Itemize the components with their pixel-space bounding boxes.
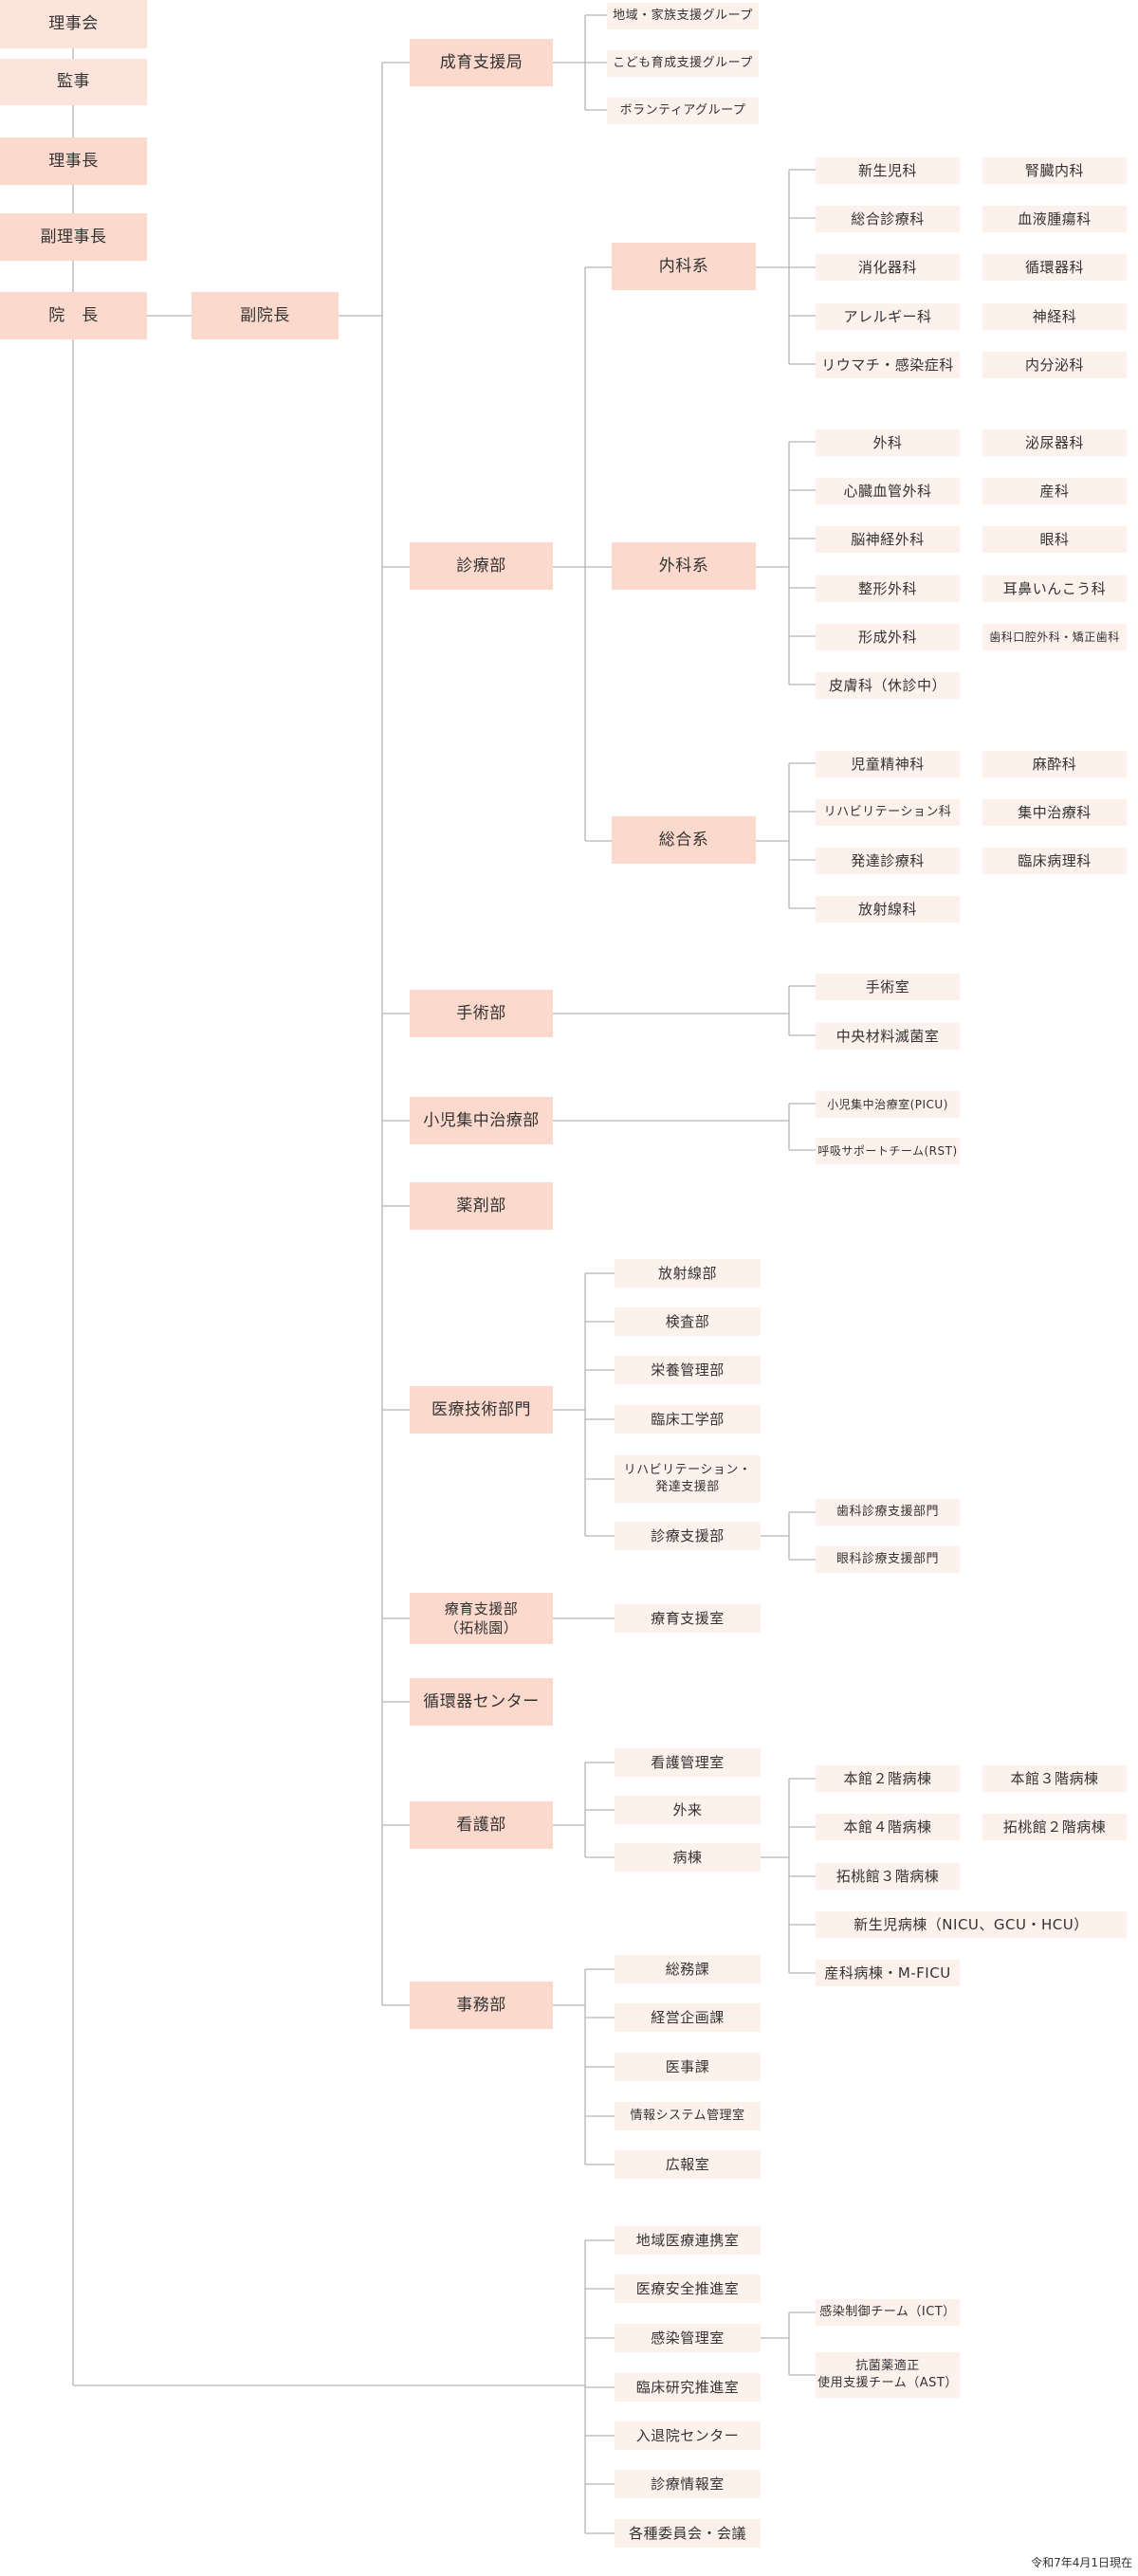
ward-item: 本館２階病棟 — [816, 1765, 960, 1792]
specialty-item: 耳鼻いんこう科 — [982, 575, 1127, 602]
office-item: 医療安全推進室 — [615, 2275, 761, 2303]
specialty-item: 児童精神科 — [816, 751, 960, 777]
med-tech-item: リハビリテーション・ 発達支援部 — [615, 1455, 761, 1503]
specialty-item: 皮膚科（休診中） — [816, 672, 960, 699]
ward-item: 産科病棟・M-FICU — [816, 1960, 960, 1986]
office-item: 地域医療連携室 — [615, 2226, 761, 2255]
nursing-item: 病棟 — [615, 1843, 761, 1872]
specialty-item: 歯科口腔外科・矯正歯科 — [982, 624, 1127, 650]
specialty-item: 外科 — [816, 429, 960, 456]
picu-unit-item: 小児集中治療室(PICU) — [816, 1091, 960, 1118]
specialty-item: 消化器科 — [816, 254, 960, 281]
internal-medicine-box: 内科系 — [612, 243, 756, 290]
specialty-item: 発達診療科 — [816, 848, 960, 874]
med-tech-item: 放射線部 — [615, 1259, 761, 1288]
admin-item: 総務課 — [615, 1955, 761, 1983]
rehab-support-item: 療育支援室 — [615, 1604, 761, 1633]
medical-dept-box: 診療部 — [410, 542, 553, 590]
surgery-dept-box: 手術部 — [410, 990, 553, 1037]
med-tech-item: 診療支援部 — [615, 1522, 761, 1550]
vice-director-box: 副院長 — [192, 292, 339, 339]
specialty-item: 内分泌科 — [982, 352, 1127, 378]
ward-item: 本館４階病棟 — [816, 1814, 960, 1840]
rehab-support-box: 療育支援部 （拓桃園） — [410, 1593, 553, 1644]
director-box: 院 長 — [0, 292, 147, 339]
specialty-item: 眼科 — [982, 526, 1127, 553]
specialty-item: リハビリテーション科 — [816, 799, 960, 826]
ward-item: 本館３階病棟 — [982, 1765, 1127, 1792]
ward-item: 新生児病棟（NICU、GCU・HCU） — [816, 1911, 1127, 1938]
nursing-item: 看護管理室 — [615, 1748, 761, 1777]
specialty-item: 心臓血管外科 — [816, 478, 960, 504]
specialty-item: 産科 — [982, 478, 1127, 504]
specialty-item: 循環器科 — [982, 254, 1127, 281]
infection-team-item: 感染制御チーム（ICT） — [816, 2299, 960, 2326]
specialty-item: 総合診療科 — [816, 206, 960, 232]
auditor-box: 監事 — [0, 59, 147, 105]
ward-item: 拓桃館２階病棟 — [982, 1814, 1127, 1840]
med-tech-item: 検査部 — [615, 1307, 761, 1336]
picu-unit-item: 呼吸サポートチーム(RST) — [816, 1138, 960, 1164]
specialty-item: 新生児科 — [816, 157, 960, 184]
specialty-item: 整形外科 — [816, 575, 960, 602]
general-box: 総合系 — [612, 816, 756, 864]
nursing-item: 外来 — [615, 1796, 761, 1824]
growth-group-item: 地域・家族支援グループ — [607, 3, 759, 29]
surgical-box: 外科系 — [612, 542, 756, 590]
office-item: 各種委員会・会議 — [615, 2519, 761, 2548]
board-box: 理事会 — [0, 0, 147, 48]
admin-item: 情報システム管理室 — [615, 2102, 761, 2130]
specialty-item: リウマチ・感染症科 — [816, 352, 960, 378]
specialty-item: アレルギー科 — [816, 303, 960, 330]
surgery-unit-item: 手術室 — [816, 974, 960, 1000]
chairman-box: 理事長 — [0, 137, 147, 185]
support-unit-item: 眼科診療支援部門 — [816, 1546, 960, 1573]
picu-dept-box: 小児集中治療部 — [410, 1097, 553, 1144]
office-item: 入退院センター — [615, 2421, 761, 2450]
growth-group-item: こども育成支援グループ — [607, 50, 759, 77]
specialty-item: 放射線科 — [816, 896, 960, 923]
specialty-item: 麻酔科 — [982, 751, 1127, 777]
vice-chairman-box: 副理事長 — [0, 213, 147, 261]
specialty-item: 泌尿器科 — [982, 429, 1127, 456]
surgery-unit-item: 中央材料滅菌室 — [816, 1023, 960, 1050]
med-tech-item: 栄養管理部 — [615, 1356, 761, 1384]
infection-team-item: 抗菌薬適正 使用支援チーム（AST） — [816, 2352, 960, 2398]
med-tech-item: 臨床工学部 — [615, 1405, 761, 1434]
support-unit-item: 歯科診療支援部門 — [816, 1499, 960, 1526]
admin-item: 医事課 — [615, 2053, 761, 2081]
cardio-center-box: 循環器センター — [410, 1678, 553, 1726]
office-item: 臨床研究推進室 — [615, 2373, 761, 2402]
specialty-item: 神経科 — [982, 303, 1127, 330]
admin-item: 経営企画課 — [615, 2003, 761, 2032]
admin-item: 広報室 — [615, 2150, 761, 2179]
admin-box: 事務部 — [410, 1982, 553, 2029]
specialty-item: 脳神経外科 — [816, 526, 960, 553]
nursing-box: 看護部 — [410, 1801, 553, 1849]
specialty-item: 形成外科 — [816, 624, 960, 650]
ward-item: 拓桃館３階病棟 — [816, 1863, 960, 1890]
as-of-date: 令和7年4月1日現在 — [1031, 2556, 1132, 2569]
specialty-item: 血液腫瘍科 — [982, 206, 1127, 232]
specialty-item: 臨床病理科 — [982, 848, 1127, 874]
growth-group-item: ボランティアグループ — [607, 98, 759, 124]
pharmacy-box: 薬剤部 — [410, 1182, 553, 1230]
growth-support-box: 成育支援局 — [410, 39, 553, 86]
specialty-item: 集中治療科 — [982, 799, 1127, 826]
med-tech-box: 医療技術部門 — [410, 1386, 553, 1434]
specialty-item: 腎臓内科 — [982, 157, 1127, 184]
office-item: 感染管理室 — [615, 2324, 761, 2352]
office-item: 診療情報室 — [615, 2470, 761, 2498]
